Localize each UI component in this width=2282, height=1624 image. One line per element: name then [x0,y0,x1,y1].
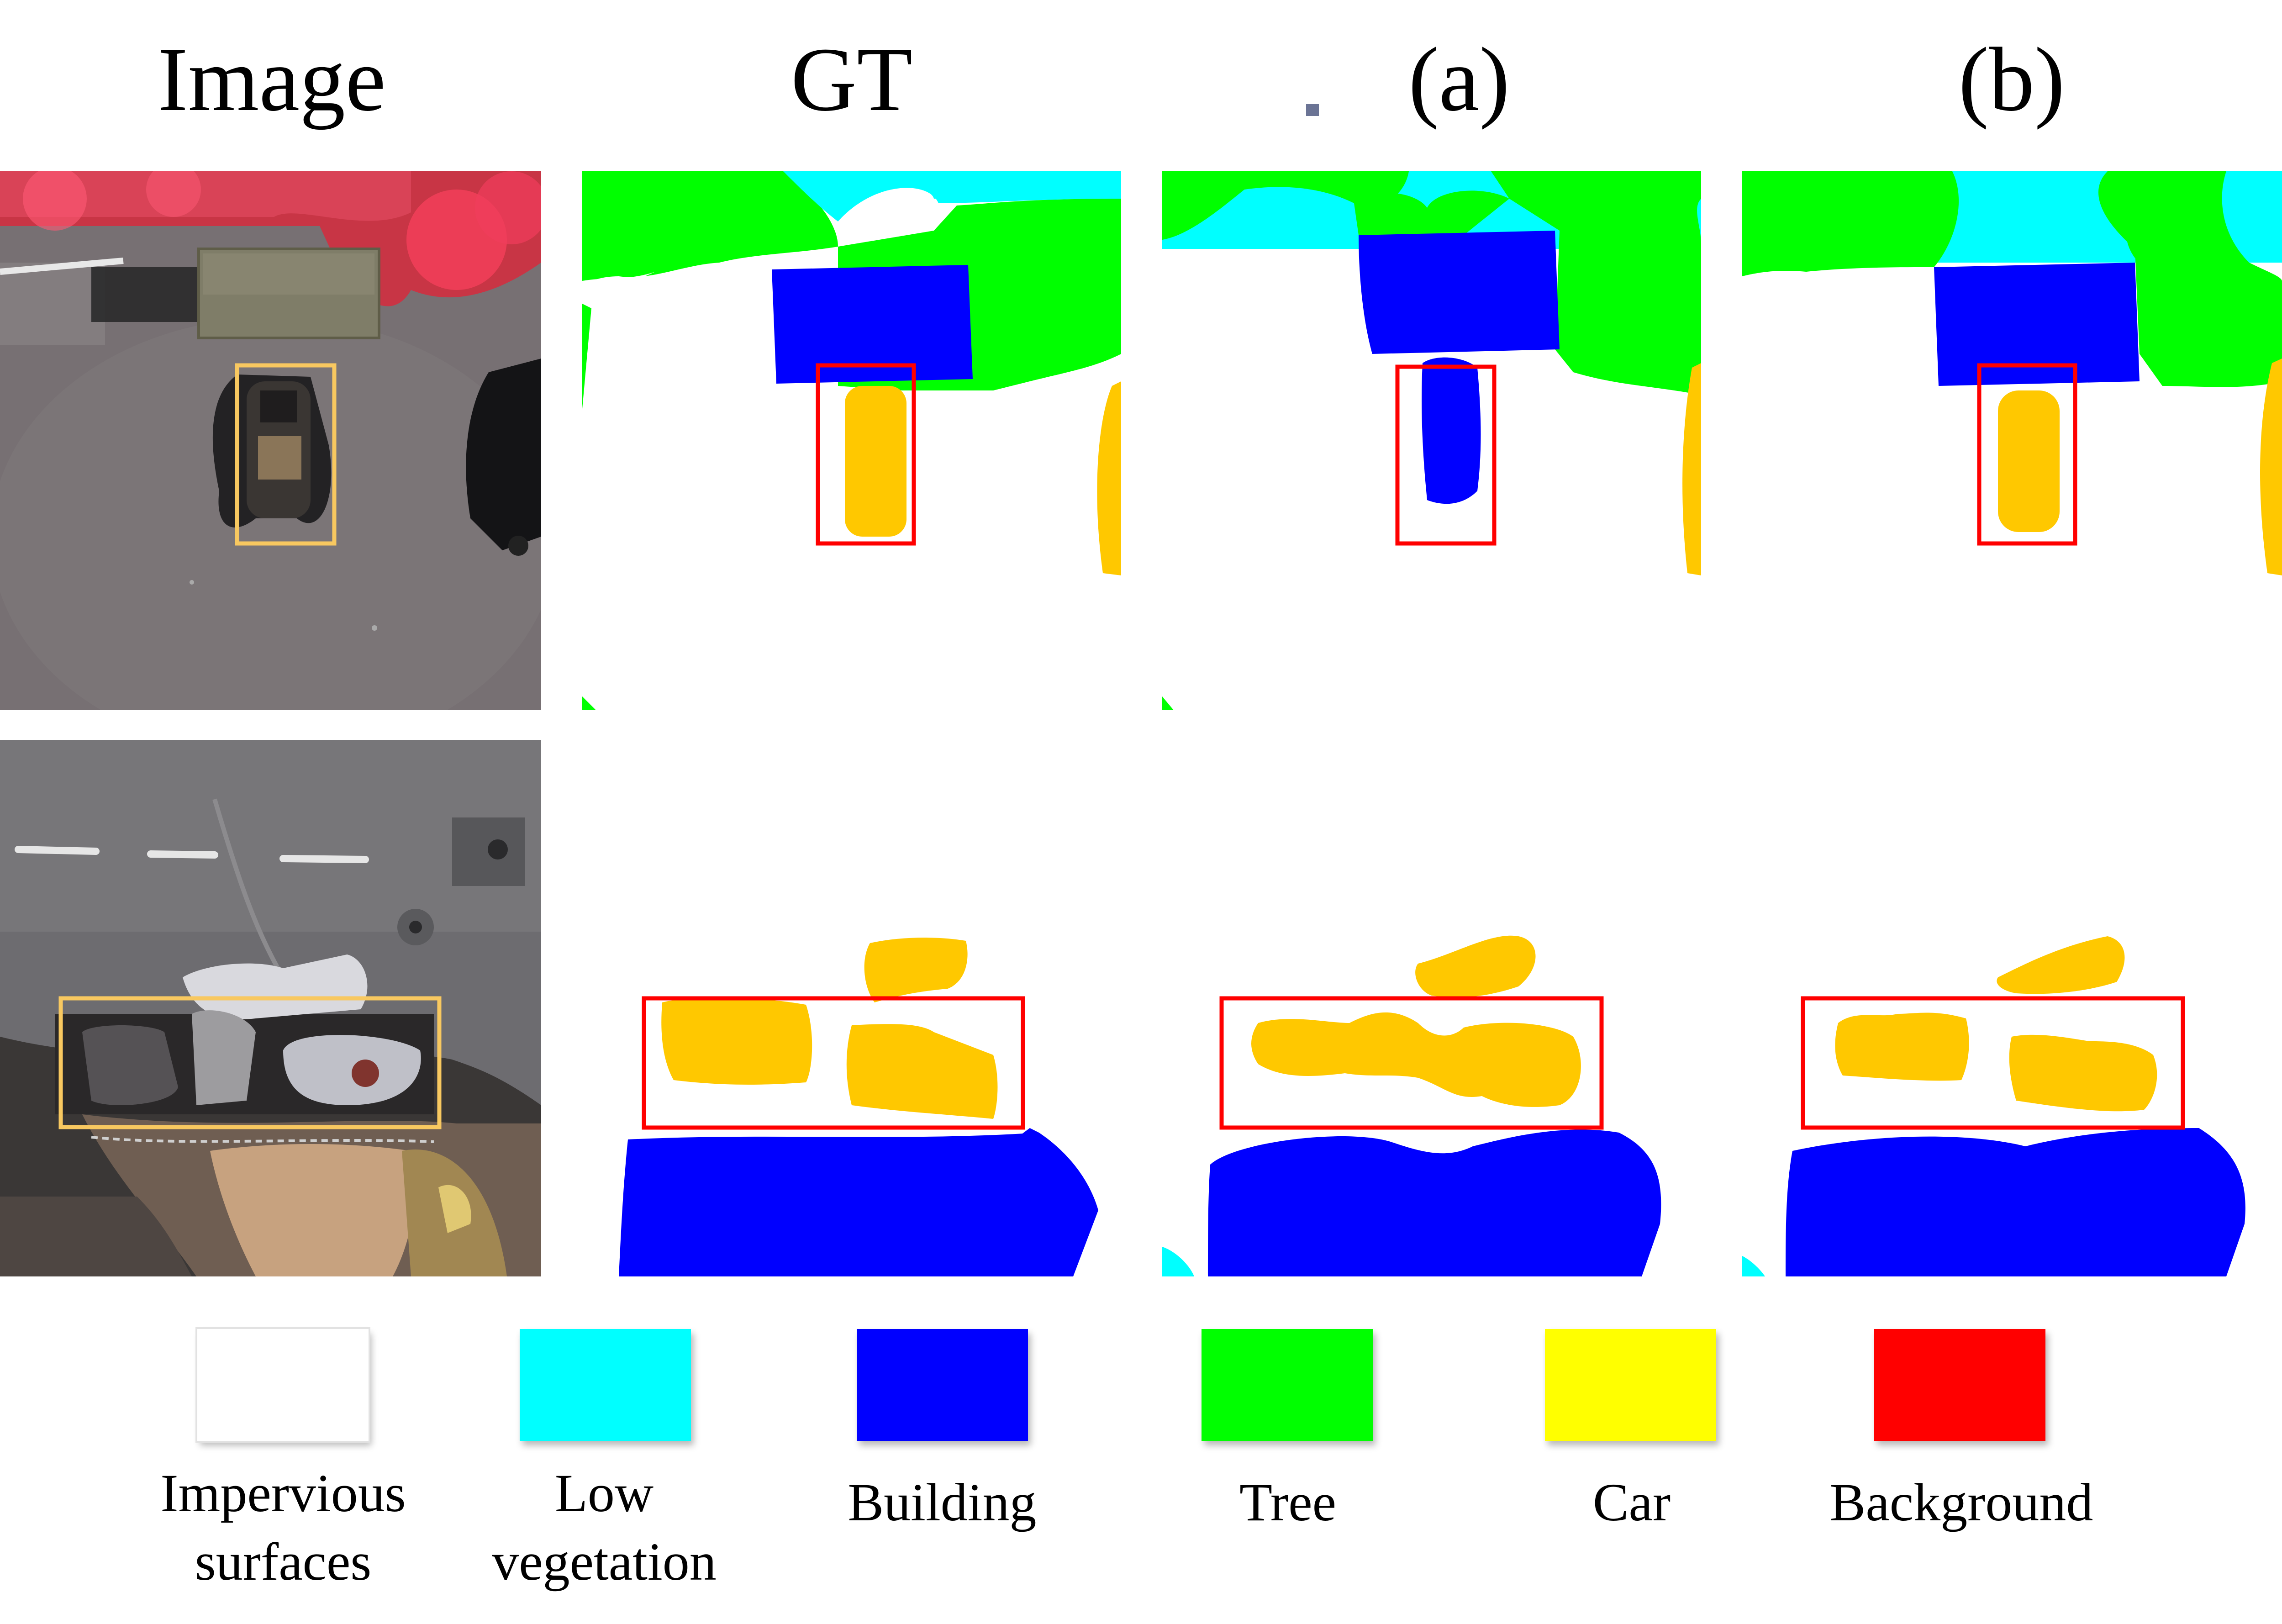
column-title-image: Image [158,29,386,130]
legend-label-impervious-surfaces: Impervious surfaces [123,1459,443,1596]
legend-label-line1: Tree [1239,1472,1336,1532]
legend-label-line2: vegetation [492,1532,717,1592]
legend-label-line1: Building [848,1472,1037,1532]
legend-label-line2: surfaces [195,1532,372,1592]
row2-aerial-image [0,740,541,1276]
row2-gt-mask [582,740,1121,1276]
legend-swatch-low-vegetation [520,1329,691,1441]
legend-swatch-building [857,1329,1028,1441]
row2-prediction-a [1162,740,1701,1276]
row1-prediction-a [1162,171,1701,710]
row1-prediction-b [1742,171,2282,710]
row1-gt-mask [582,171,1121,710]
column-title-gt: GT [791,29,913,130]
legend-label-line1: Low [554,1463,654,1523]
column-title-a: (a) [1408,29,1510,130]
row2-prediction-b [1742,740,2282,1276]
legend-label-car: Car [1472,1468,1792,1537]
legend-label-line1: Impervious [160,1463,406,1523]
legend-label-low-vegetation: Low vegetation [444,1459,764,1596]
legend-label-tree: Tree [1128,1468,1448,1537]
legend-swatch-background [1874,1329,2045,1441]
legend-label-building: Building [782,1468,1102,1537]
legend-label-line1: Background [1829,1472,2093,1532]
legend-label-line1: Car [1592,1472,1671,1532]
legend-swatch-car [1545,1329,1716,1441]
legend-label-background: Background [1802,1468,2121,1537]
legend-swatch-impervious-surfaces [195,1327,370,1443]
column-title-b: (b) [1958,29,2065,130]
stray-mark [1306,104,1319,116]
legend-swatch-tree [1202,1329,1373,1441]
row1-aerial-image [0,171,541,710]
